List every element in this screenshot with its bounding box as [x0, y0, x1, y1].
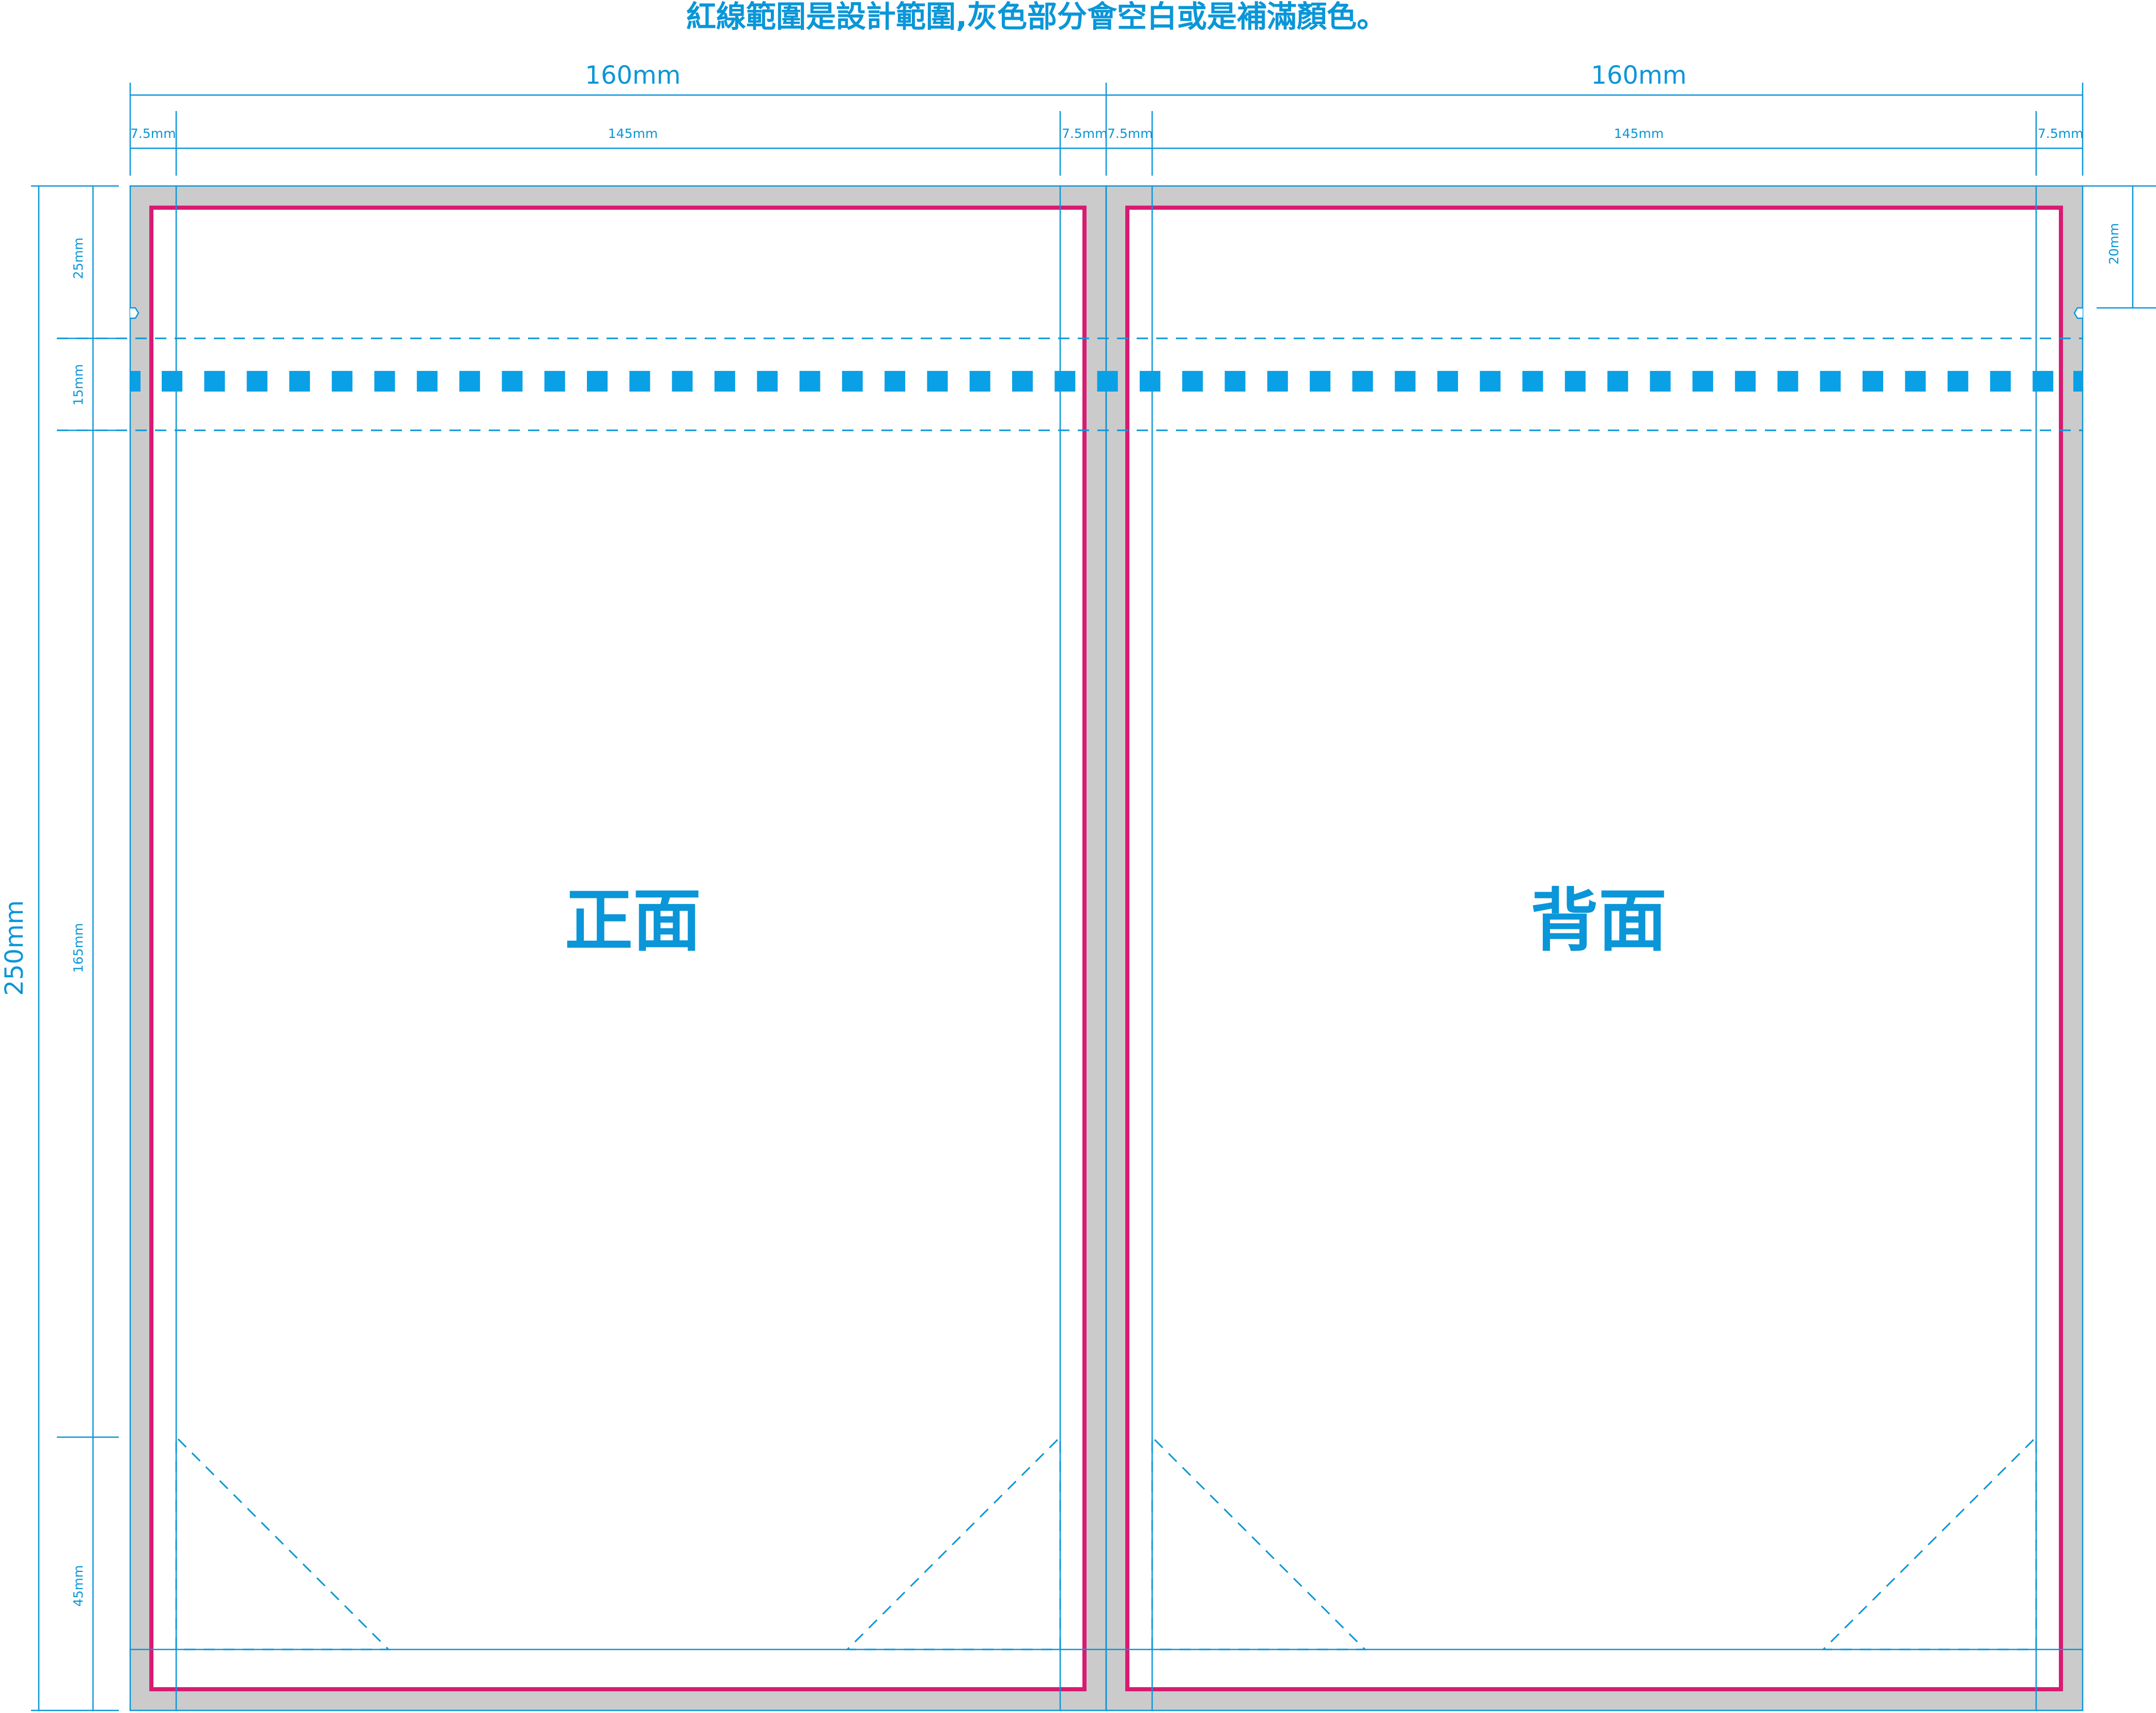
section-body-label: 165mm	[71, 923, 86, 973]
perforation-hole	[332, 371, 353, 392]
perforation-hole	[1863, 371, 1883, 392]
perforation-hole	[799, 371, 820, 392]
hang-hole-left-icon	[130, 307, 139, 319]
perforation-hole	[544, 371, 565, 392]
perforation-hole	[1522, 371, 1543, 392]
front-panel-label: 正面	[565, 881, 701, 961]
perforation-hole	[289, 371, 310, 392]
left-dimensions: 250mm 25mm 15mm 165mm 45mm	[0, 185, 119, 1711]
right-dimension: 20mm	[2083, 185, 2156, 309]
perforation-hole	[1692, 371, 1713, 392]
perforation-hole	[1224, 371, 1246, 392]
top-dimensions: 160mm 160mm 7.5mm 145mm 7.5mm 7.5mm 145m…	[129, 61, 2083, 176]
perforation-hole	[927, 371, 948, 392]
perforation-hole	[1182, 371, 1203, 392]
back-width-label: 160mm	[1591, 61, 1686, 90]
perforation-hole	[842, 371, 863, 392]
hang-hole-right-icon	[2073, 307, 2083, 319]
perforation-hole	[2033, 371, 2054, 392]
perforation-hole	[1564, 371, 1586, 392]
front-inner-width-label: 145mm	[608, 126, 658, 141]
front-fold-right	[845, 1436, 1061, 1650]
perforation-hole	[1905, 371, 1926, 392]
perforation-hole	[130, 371, 141, 392]
perforation-hole	[757, 371, 778, 392]
perforation-hole	[1480, 371, 1501, 392]
bottom-fold-guides	[175, 1436, 2037, 1650]
perforation-hole	[1054, 371, 1076, 392]
front-design-area	[149, 206, 1087, 1691]
perforation-hole	[1139, 371, 1160, 392]
perforation-hole	[672, 371, 693, 392]
perforation-hole	[1437, 371, 1458, 392]
perforation-hole	[1735, 371, 1756, 392]
inner-guides	[130, 186, 2083, 1710]
perforation-hole	[1352, 371, 1373, 392]
perforation-hole	[459, 371, 480, 392]
perforation-hole	[374, 371, 395, 392]
perforation-hole	[969, 371, 990, 392]
front-fold-left	[175, 1436, 391, 1650]
perforation-hole	[1777, 371, 1798, 392]
section-perforation-label: 15mm	[71, 364, 86, 406]
instruction-heading: 紅線範圍是設計範圍,灰色部分會空白或是補滿顏色。	[686, 0, 1387, 34]
back-panel-label: 背面	[1530, 881, 1667, 961]
front-width-label: 160mm	[585, 61, 680, 90]
perforation-hole	[246, 371, 268, 392]
perforation-hole	[204, 371, 225, 392]
perforation-hole	[1990, 371, 2011, 392]
section-bottom-label: 45mm	[71, 1565, 86, 1607]
back-fold-left	[1151, 1436, 1367, 1650]
perforation-hole	[1607, 371, 1628, 392]
perforation-hole	[162, 371, 182, 392]
perforation-line	[130, 371, 2083, 392]
back-design-area	[1125, 206, 2063, 1691]
perforation-hole	[885, 371, 906, 392]
perforation-band	[57, 337, 2083, 431]
front-margin-left-label: 7.5mm	[130, 126, 176, 141]
perforation-hole	[1267, 371, 1288, 392]
perforation-hole	[714, 371, 735, 392]
perforation-hole	[502, 371, 523, 392]
perforation-hole	[416, 371, 438, 392]
back-margin-right-label: 7.5mm	[2038, 126, 2083, 141]
total-height-label: 250mm	[0, 900, 29, 995]
perforation-hole	[629, 371, 650, 392]
back-fold-right	[1821, 1436, 2037, 1650]
perforation-hole	[1097, 371, 1118, 392]
perforation-hole	[1394, 371, 1416, 392]
perforation-hole	[1310, 371, 1331, 392]
perforation-hole	[1650, 371, 1671, 392]
perforation-hole	[1820, 371, 1841, 392]
perforation-hole	[1012, 371, 1033, 392]
perforation-hole	[2073, 371, 2083, 392]
section-top-label: 25mm	[71, 238, 86, 279]
right-offset-label: 20mm	[2106, 223, 2121, 265]
perforation-hole	[587, 371, 608, 392]
perforation-hole	[1947, 371, 1968, 392]
back-inner-width-label: 145mm	[1614, 126, 1664, 141]
front-margin-right-label: 7.5mm	[1062, 126, 1107, 141]
back-margin-left-label: 7.5mm	[1107, 126, 1153, 141]
